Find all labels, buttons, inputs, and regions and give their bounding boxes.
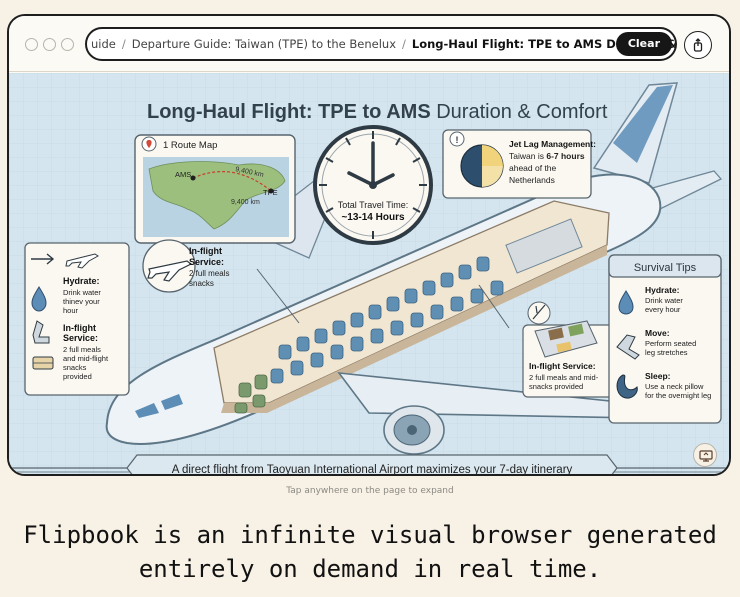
- map-label-ams: AMS: [175, 170, 191, 179]
- breadcrumb: uide / Departure Guide: Taiwan (TPE) to th…: [91, 29, 675, 59]
- arrow-right-icon: [31, 253, 55, 265]
- clear-button[interactable]: Clear: [615, 32, 672, 56]
- window-dot-minimize[interactable]: [43, 38, 56, 51]
- utensils-icon: [532, 304, 546, 320]
- expand-hint: Tap anywhere on the page to expand: [286, 486, 454, 496]
- route-map-callout: 1 Route Map AMS TPE 9,400 km 9,400 km: [134, 134, 296, 244]
- survival-move-line: Perform seated: [645, 339, 696, 348]
- jet-lag-line2: ahead of the: [509, 163, 557, 173]
- cabin-seats: [270, 256, 504, 384]
- airplane-icon: [65, 253, 99, 269]
- stretch-icon: [616, 334, 640, 360]
- survival-heading: Survival Tips: [634, 262, 697, 274]
- meal-callout: In-flight Service: 2 full meals and mid-…: [478, 284, 616, 398]
- breadcrumb-middle[interactable]: Departure Guide: Taiwan (TPE) to the Ben…: [131, 37, 397, 51]
- address-bar[interactable]: uide / Departure Guide: Taiwan (TPE) to th…: [85, 27, 677, 61]
- service-heading: Service:: [63, 333, 98, 343]
- toolbar: uide / Departure Guide: Taiwan (TPE) to th…: [9, 16, 729, 72]
- meal-line: snacks provided: [529, 382, 583, 391]
- share-icon: [693, 38, 703, 52]
- hydrate-heading: Hydrate:: [63, 276, 100, 286]
- window-dot-close[interactable]: [25, 38, 38, 51]
- service-heading: Service:: [189, 257, 224, 267]
- cockpit-windows: [135, 394, 183, 418]
- jet-lag-callout: ! Jet Lag Management: Taiwan is 6-7 hour…: [442, 129, 596, 199]
- service-line: 2 full meals: [63, 345, 101, 354]
- survival-sleep-heading: Sleep:: [645, 371, 671, 381]
- airplane-icon: [147, 260, 193, 282]
- left-tips-panel: Hydrate: Drink water thinev your hour In…: [24, 242, 130, 396]
- browser-window: uide / Departure Guide: Taiwan (TPE) to th…: [7, 14, 731, 476]
- service-callout: In-flight Service: 2 full meals snacks: [142, 239, 300, 324]
- breadcrumb-prev[interactable]: uide: [91, 37, 116, 51]
- bottom-banner: A direct flight from Taoyuan Internation…: [9, 454, 729, 474]
- infographic-title: Long-Haul Flight: TPE to AMS Duration & …: [147, 101, 608, 123]
- tagline: Flipbook is an infinite visual browser g…: [0, 518, 740, 586]
- hydrate-line: Drink water: [63, 288, 101, 297]
- flight-infographic: Long-Haul Flight: TPE to AMS Duration & …: [9, 73, 729, 474]
- survival-hydrate-heading: Hydrate:: [645, 285, 680, 295]
- travel-time-value: ~13-14 Hours: [341, 212, 405, 223]
- breadcrumb-separator: /: [402, 37, 406, 51]
- survival-move-line: leg stretches: [645, 348, 688, 357]
- survival-sleep-line: for the overnight leg: [645, 391, 711, 400]
- service-line: and mid-flight: [63, 354, 109, 363]
- survival-sleep-line: Use a neck pillow: [645, 382, 704, 391]
- survival-hydrate-line: Drink water: [645, 296, 683, 305]
- water-drop-icon: [31, 286, 47, 312]
- meal-line: 2 full meals and mid-: [529, 373, 599, 382]
- service-line: provided: [63, 372, 92, 381]
- route-map-heading: 1 Route Map: [163, 140, 217, 151]
- share-button[interactable]: [684, 31, 712, 59]
- infographic-canvas[interactable]: Long-Haul Flight: TPE to AMS Duration & …: [9, 73, 729, 474]
- survival-hydrate-line: every hour: [645, 305, 681, 314]
- svg-text:!: !: [456, 135, 459, 145]
- service-line: snacks: [63, 363, 87, 372]
- tagline-line-2: entirely on demand in real time.: [138, 555, 602, 583]
- service-heading: In-flight: [63, 323, 96, 333]
- jet-lag-heading: Jet Lag Management:: [509, 139, 596, 149]
- water-drop-icon: [618, 290, 634, 315]
- travel-time-clock: Total Travel Time: ~13-14 Hours: [313, 125, 433, 245]
- jet-lag-line1: Taiwan is 6-7 hours: [509, 151, 585, 161]
- window-dot-maximize[interactable]: [61, 38, 74, 51]
- expand-icon: [699, 450, 713, 462]
- service-heading: In-flight: [189, 246, 222, 256]
- neck-pillow-icon: [616, 374, 638, 399]
- jet-lag-line3: Netherlands: [509, 175, 555, 185]
- meal-heading: In-flight Service:: [529, 361, 596, 371]
- tagline-line-1: Flipbook is an infinite visual browser g…: [23, 521, 717, 549]
- breadcrumb-current: Long-Haul Flight: TPE to AMS Duration & …: [411, 37, 675, 51]
- map-label-tpe: TPE: [263, 188, 278, 197]
- map-distance-label: 9,400 km: [231, 199, 260, 206]
- hydrate-line: hour: [63, 306, 79, 315]
- survival-tips-panel: Survival Tips Hydrate: Drink water every…: [608, 254, 722, 424]
- breadcrumb-separator: /: [121, 37, 126, 51]
- hydrate-line: thinev your: [63, 297, 100, 306]
- survival-move-heading: Move:: [645, 328, 670, 338]
- banner-text: A direct flight from Taoyuan Internation…: [172, 464, 573, 474]
- travel-time-label: Total Travel Time:: [338, 200, 409, 210]
- service-line: 2 full meals: [189, 269, 229, 278]
- expand-button[interactable]: [693, 443, 717, 467]
- map-pin-icon: [146, 140, 152, 148]
- seat-icon: [32, 320, 50, 344]
- service-line: snacks: [189, 279, 214, 288]
